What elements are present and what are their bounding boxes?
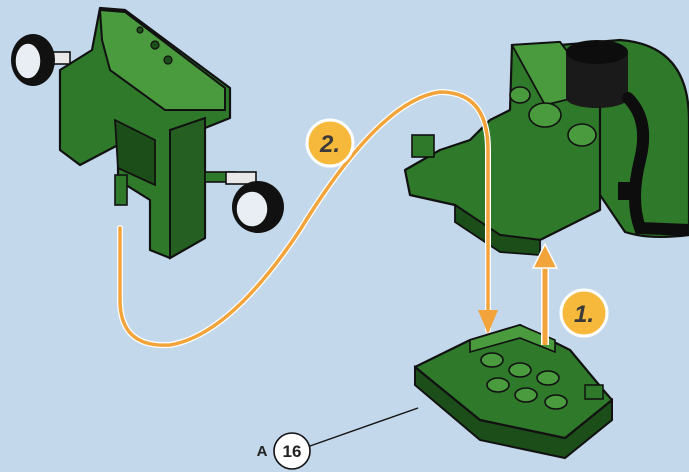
part-callout: A 16 <box>257 407 419 470</box>
wheel-hub <box>14 42 42 80</box>
left-frame-assembly <box>58 6 236 260</box>
right-connector-assembly <box>403 38 689 256</box>
left-frame-hole <box>136 26 144 34</box>
motor-cylinder-top <box>566 40 628 64</box>
part-quantity: 16 <box>283 442 302 461</box>
callout-leader-line <box>309 407 419 447</box>
wheel-axle <box>225 171 257 185</box>
base-block-wall <box>469 324 556 354</box>
step-2-label: 2. <box>319 131 340 158</box>
base-block-studs <box>480 352 568 410</box>
base-block-clip <box>584 384 604 400</box>
connector-gear <box>567 123 597 147</box>
wheel-right <box>225 171 284 233</box>
connector-pin <box>411 134 435 158</box>
left-frame-top <box>98 8 226 111</box>
step-1-arrowhead <box>531 242 559 269</box>
base-block-top <box>413 323 614 440</box>
step-2-arrowhead <box>478 310 498 334</box>
part-letter: A <box>257 443 268 460</box>
part-quantity-circle <box>273 432 311 470</box>
step-1-label: 1. <box>574 301 594 328</box>
step-2-badge: 2. <box>305 118 355 168</box>
step-badge-icon <box>305 118 355 168</box>
left-frame-hole <box>150 40 160 50</box>
left-frame-window <box>114 118 156 187</box>
step-badge-icon <box>559 288 609 338</box>
step-2-path-orange <box>118 90 490 347</box>
left-frame-shaft <box>114 174 128 206</box>
connector-gear <box>509 86 531 104</box>
motor-cable <box>622 92 689 236</box>
wheel-top-left <box>11 34 71 86</box>
wheel-hub <box>235 190 269 228</box>
base-block-part <box>413 323 614 460</box>
motor-cylinder-bottom <box>566 88 628 108</box>
left-frame-pillar <box>169 116 206 260</box>
connector-gear <box>528 102 562 128</box>
cable-plug <box>618 182 634 200</box>
step-1-badge: 1. <box>559 288 609 338</box>
left-frame-hole <box>163 55 173 65</box>
assembly-arrows <box>117 88 559 349</box>
